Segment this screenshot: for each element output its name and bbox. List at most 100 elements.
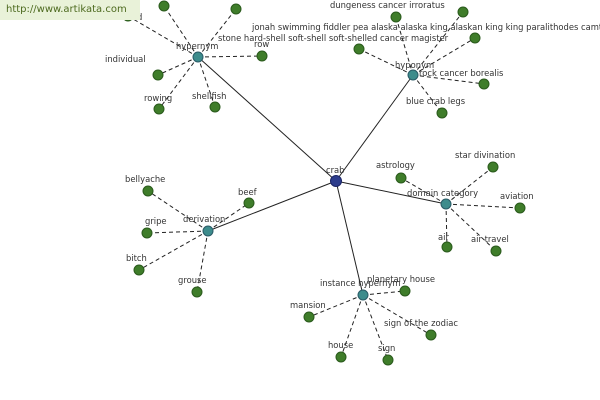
leaf-node-hyponym[interactable] [390,11,402,23]
leaf-node-hyponym[interactable] [478,78,490,90]
edge-hyponym-leaf [412,74,443,114]
leaf-node-instance-hypernym[interactable] [382,354,394,366]
leaf-node-derivation[interactable] [142,185,154,197]
relation-label-hypernym: hypernym [176,41,218,51]
leaf-label-instance-hypernym: house [328,340,353,350]
edge-domain-category-leaf [445,166,494,205]
leaf-label-domain-category: air [438,232,449,242]
edge-hypernym-leaf [163,5,199,58]
edge-center-derivation [207,180,337,232]
leaf-label-hyponym: jonah swimming fiddler pea alaska alaska… [251,22,600,32]
leaf-node-domain-category[interactable] [487,161,499,173]
edge-hyponym-leaf [412,74,485,85]
edge-hypernym-leaf [197,55,263,58]
leaf-label-hypernym: individual [105,54,146,64]
leaf-label-instance-hypernym: planetary house [367,274,435,284]
leaf-label-derivation: gripe [145,216,167,226]
leaf-label-hyponym: rock cancer borealis [419,68,503,78]
edge-center-domain-category [335,180,447,205]
leaf-node-derivation[interactable] [141,227,153,239]
leaf-node-instance-hypernym[interactable] [335,351,347,363]
leaf-node-domain-category[interactable] [490,245,502,257]
leaf-label-hyponym: stone hard-shell soft-shell soft-shelled… [218,33,449,43]
leaf-label-hyponym: dungeness cancer irroratus [330,0,445,10]
edge-instance-hypernym-leaf [362,294,432,336]
edge-domain-category-leaf [445,203,521,209]
edge-derivation-leaf [138,230,209,271]
edge-hypernym-leaf [197,56,216,108]
edge-derivation-leaf [196,230,209,293]
leaf-label-domain-category: astrology [376,160,415,170]
edge-instance-hypernym-leaf [308,294,364,318]
leaf-node-hyponym[interactable] [436,107,448,119]
leaf-label-domain-category: star divination [455,150,515,160]
edge-instance-hypernym-leaf [362,290,406,296]
relation-node-instance-hypernym[interactable] [357,289,369,301]
edge-derivation-leaf [207,202,250,232]
edge-center-hyponym [335,74,414,182]
leaf-node-hypernym[interactable] [153,103,165,115]
graph-labels: drowindividualrowingshellfishdungeness c… [105,0,600,353]
leaf-label-derivation: bellyache [125,174,165,184]
edge-instance-hypernym-leaf [362,294,389,361]
relation-node-hypernym[interactable] [192,51,204,63]
leaf-label-derivation: grouse [178,275,207,285]
leaf-label-hypernym: shellfish [192,91,226,101]
leaf-node-instance-hypernym[interactable] [425,329,437,341]
leaf-node-instance-hypernym[interactable] [399,285,411,297]
center-label: crab [326,165,345,175]
leaf-node-domain-category[interactable] [514,202,526,214]
relation-node-hyponym[interactable] [407,69,419,81]
leaf-node-hypernym[interactable] [256,50,268,62]
leaf-label-instance-hypernym: sign [378,343,395,353]
edge-center-instance-hypernym [335,180,364,296]
leaf-node-hyponym[interactable] [353,43,365,55]
center-node-crab[interactable] [330,175,342,187]
leaf-node-hypernym[interactable] [209,101,221,113]
leaf-label-instance-hypernym: mansion [290,300,326,310]
edge-instance-hypernym-leaf [340,294,364,358]
leaf-node-derivation[interactable] [191,286,203,298]
leaf-label-derivation: bitch [126,253,147,263]
leaf-label-hypernym: row [254,39,269,49]
leaf-node-domain-category[interactable] [395,172,407,184]
leaf-label-domain-category: aviation [500,191,534,201]
relation-node-domain-category[interactable] [440,198,452,210]
leaf-node-hyponym[interactable] [457,6,469,18]
graph-edges [127,5,521,361]
leaf-node-domain-category[interactable] [441,241,453,253]
leaf-label-instance-hypernym: sign of the zodiac [384,318,458,328]
edge-domain-category-leaf [400,177,447,205]
edge-derivation-leaf [146,230,209,234]
leaf-node-derivation[interactable] [243,197,255,209]
edge-hyponym-leaf [395,16,414,76]
leaf-node-instance-hypernym[interactable] [303,311,315,323]
edge-domain-category-leaf [445,203,448,248]
leaf-node-hypernym[interactable] [158,0,170,12]
edge-derivation-leaf [147,190,209,232]
edge-hypernym-leaf [197,8,237,58]
edge-center-hypernym [197,56,337,182]
graph-nodes [122,0,526,366]
leaf-node-derivation[interactable] [133,264,145,276]
edge-hypernym-leaf [158,56,199,110]
leaf-node-hypernym[interactable] [230,3,242,15]
leaf-node-hypernym[interactable] [152,69,164,81]
site-url-badge[interactable]: http://www.artikata.com [0,0,140,20]
edge-hypernym-leaf [157,56,199,76]
relation-node-derivation[interactable] [202,225,214,237]
leaf-label-derivation: beef [238,187,258,197]
leaf-label-hyponym: blue crab legs [406,96,465,106]
leaf-label-domain-category: air travel [471,234,509,244]
leaf-node-hyponym[interactable] [469,32,481,44]
edge-hyponym-leaf [358,48,414,76]
relation-label-instance-hypernym: instance hypernym [320,278,401,288]
edge-hyponym-leaf [412,37,476,76]
relation-label-hyponym: hyponym [395,60,434,70]
leaf-label-hypernym: rowing [144,93,172,103]
relation-label-domain-category: domain category [407,188,478,198]
edge-domain-category-leaf [445,203,497,252]
relation-label-derivation: derivation [183,214,225,224]
